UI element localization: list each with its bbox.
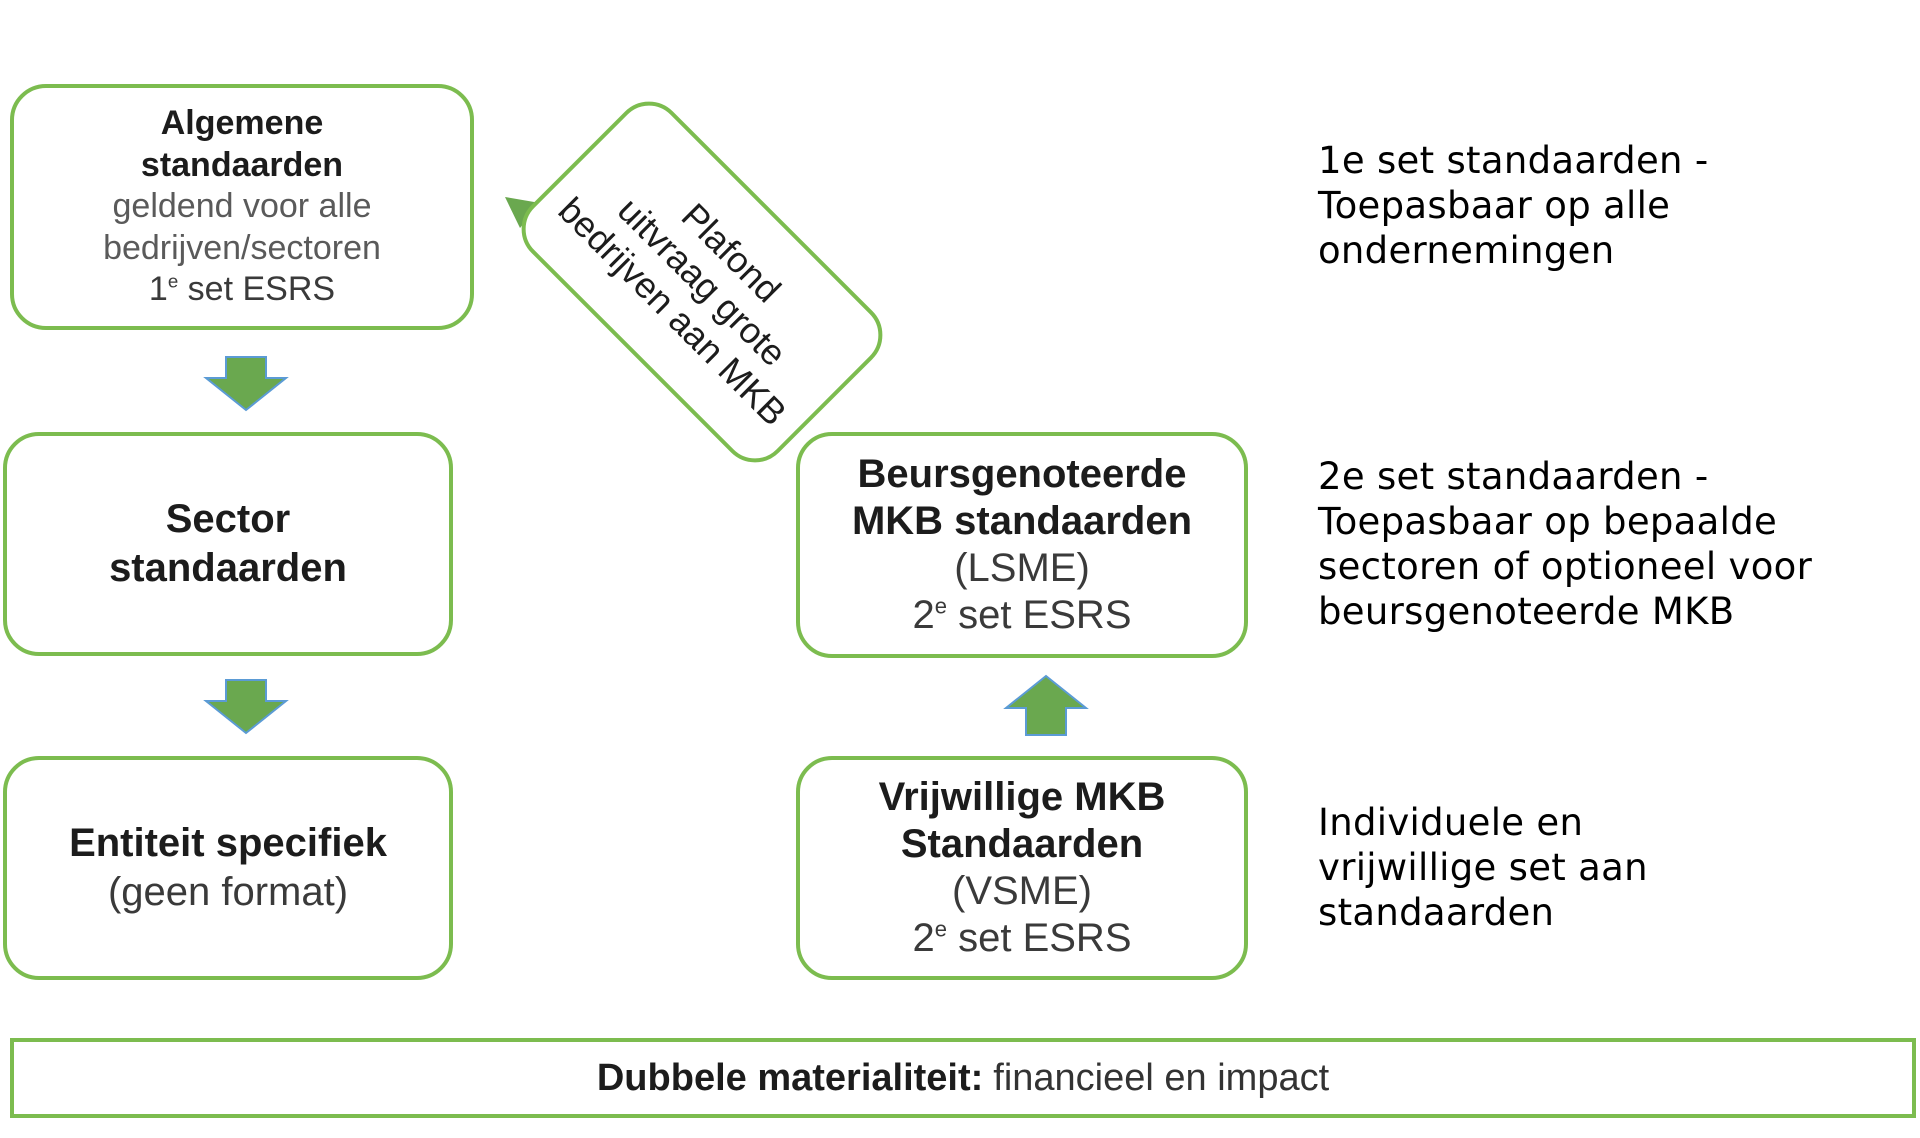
sector-standaarden-box: Sector standaarden bbox=[3, 432, 453, 656]
vsme-box: Vrijwillige MKB Standaarden (VSME) 2e se… bbox=[796, 756, 1248, 980]
lsme-title-1: Beursgenoteerde bbox=[857, 451, 1187, 496]
entiteit-title: Entiteit specifiek bbox=[69, 821, 387, 866]
lsme-box: Beursgenoteerde MKB standaarden (LSME) 2… bbox=[796, 432, 1248, 658]
lsme-title-2: MKB standaarden bbox=[851, 498, 1193, 543]
down-arrow-1 bbox=[203, 356, 289, 412]
sector-title-2: standaarden bbox=[109, 546, 347, 590]
lsme-abbr: (LSME) bbox=[954, 546, 1090, 590]
footer-bold: Dubbele materialiteit: bbox=[596, 1056, 984, 1099]
up-arrow bbox=[1003, 674, 1089, 736]
entiteit-specifiek-box: Entiteit specifiek (geen format) bbox=[3, 756, 453, 980]
algemene-set: 1e set ESRS bbox=[148, 270, 336, 309]
entiteit-subtitle: (geen format) bbox=[107, 870, 349, 914]
side-note-3: Individuele en vrijwillige set aan stand… bbox=[1318, 801, 1648, 935]
algemene-title-1: Algemene bbox=[160, 104, 324, 143]
algemene-standaarden-box: Algemene standaarden geldend voor alle b… bbox=[10, 84, 474, 330]
footer-rest: financieel en impact bbox=[993, 1056, 1330, 1099]
side-note-1: 1e set standaarden - Toepasbaar op alle … bbox=[1318, 139, 1709, 273]
vsme-title-1: Vrijwillige MKB bbox=[878, 774, 1166, 819]
side-note-2: 2e set standaarden - Toepasbaar op bepaa… bbox=[1318, 455, 1813, 634]
vsme-abbr: (VSME) bbox=[952, 869, 1092, 913]
down-arrow-2 bbox=[203, 679, 289, 735]
vsme-set: 2e set ESRS bbox=[912, 916, 1132, 961]
algemene-desc-2: bedrijven/sectoren bbox=[103, 228, 381, 267]
lsme-set: 2e set ESRS bbox=[912, 593, 1132, 638]
vsme-title-2: Standaarden bbox=[900, 821, 1144, 866]
sector-title-1: Sector bbox=[165, 497, 291, 542]
algemene-title-2: standaarden bbox=[140, 145, 344, 184]
dubbele-materialiteit-bar: Dubbele materialiteit: financieel en imp… bbox=[10, 1038, 1916, 1118]
algemene-desc-1: geldend voor alle bbox=[112, 187, 372, 226]
